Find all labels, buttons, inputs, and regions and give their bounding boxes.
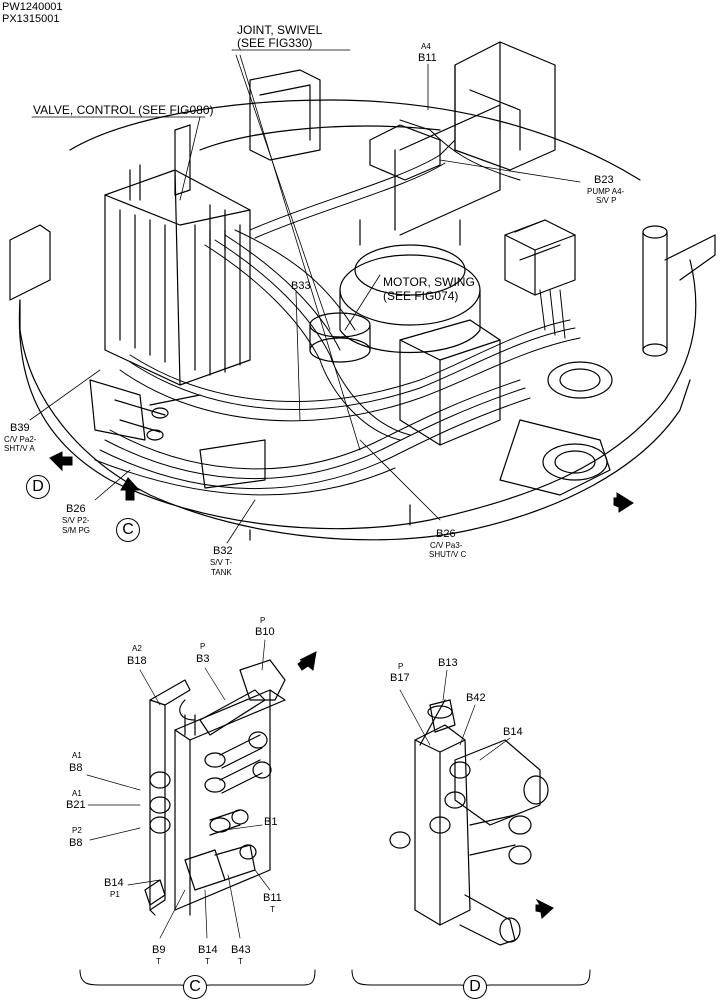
detail-c-t-b43: T <box>238 957 243 966</box>
doc-ref-2: PX1315001 <box>2 13 60 25</box>
detail-c-b10: B10 <box>255 626 275 638</box>
detail-c-b9: B9 <box>152 944 166 956</box>
right-bracket <box>369 41 556 236</box>
leader-lines <box>29 49 581 544</box>
caption-motor-swing: MOTOR, SWING <box>383 275 475 289</box>
label-b32-sub-1: S/V T- <box>210 558 233 567</box>
detail-d-p: P <box>398 662 404 671</box>
detail-c-t-b11: T <box>270 905 275 914</box>
caption-joint-swivel-ref: (SEE FIG330) <box>237 36 313 50</box>
view-marker-d: D <box>26 475 50 499</box>
label-b39-sub-1: C/V Pa2- <box>4 435 37 444</box>
detail-c-b43: B43 <box>231 944 251 956</box>
label-b26b: B26 <box>436 528 456 540</box>
label-b26a-sub-1: S/V P2- <box>62 516 90 525</box>
doc-ref-1: PW1240001 <box>2 1 63 13</box>
detail-c-b8b: B8 <box>69 837 83 849</box>
label-b32-sub-2: TANK <box>211 568 232 577</box>
hose-bundle <box>94 119 581 496</box>
detail-d-b42: B42 <box>466 692 486 704</box>
detail-c-b14b: B14 <box>198 944 218 956</box>
label-b23-sub-1: PUMP A4- <box>587 187 625 196</box>
label-b26a: B26 <box>66 503 86 515</box>
detail-c-b18: B18 <box>127 655 147 667</box>
right-post <box>642 225 716 357</box>
detail-c-p1: P1 <box>110 890 120 899</box>
label-b26b-sub-2: SHUT/V C <box>429 550 467 559</box>
swing-motor <box>339 219 481 354</box>
label-b32: B32 <box>213 545 233 557</box>
detail-c-p2: P2 <box>72 826 82 835</box>
detail-d-b14: B14 <box>503 726 523 738</box>
view-arrows <box>49 451 634 919</box>
detail-c-art <box>79 639 316 996</box>
detail-c-b21: B21 <box>66 799 86 811</box>
frame-skirt <box>199 439 411 541</box>
detail-c-b11: B11 <box>263 892 282 904</box>
detail-c-b3: B3 <box>196 653 210 665</box>
label-b26a-sub-2: S/M PG <box>62 526 91 535</box>
control-valve <box>104 164 251 386</box>
caption-joint-swivel: JOINT, SWIVEL <box>237 23 323 37</box>
caption-valve-control: VALVE, CONTROL (SEE FIG080) <box>33 103 214 117</box>
detail-c-t-b14: T <box>205 957 210 966</box>
label-b11: B11 <box>418 52 437 64</box>
solenoid-block <box>504 219 576 296</box>
label-b23-sub-2: S/V P <box>596 196 617 205</box>
frame-outline <box>18 99 697 541</box>
pump-block <box>399 319 613 496</box>
swivel-joint <box>309 312 371 363</box>
detail-c-caption: C <box>183 975 207 999</box>
caption-motor-swing-ref: (SEE FIG074) <box>383 289 459 303</box>
label-a4: A4 <box>421 42 431 51</box>
detail-c-a2: A2 <box>132 644 142 653</box>
detail-d-b13: B13 <box>438 657 458 669</box>
left-fittings <box>89 379 201 441</box>
detail-d-caption: D <box>463 975 487 999</box>
detail-c-p-top: P <box>260 616 266 625</box>
detail-d-b17: B17 <box>390 672 410 684</box>
detail-c-b1: B1 <box>264 816 278 828</box>
view-marker-c: C <box>116 518 140 542</box>
label-b39: B39 <box>10 422 30 434</box>
label-b39-sub-2: SHT/V A <box>4 444 35 453</box>
detail-c-a1a: A1 <box>72 751 82 760</box>
detail-c-p-b3: P <box>200 642 206 651</box>
detail-c-b14: B14 <box>104 877 124 889</box>
label-b33: B33 <box>291 280 311 292</box>
label-b23: B23 <box>594 174 614 186</box>
label-b26b-sub-1: C/V Pa3- <box>430 541 463 550</box>
detail-c-a1b: A1 <box>72 789 82 798</box>
detail-c-b8a: B8 <box>69 762 83 774</box>
detail-d-art <box>351 669 591 996</box>
detail-c-t-b9: T <box>156 957 161 966</box>
